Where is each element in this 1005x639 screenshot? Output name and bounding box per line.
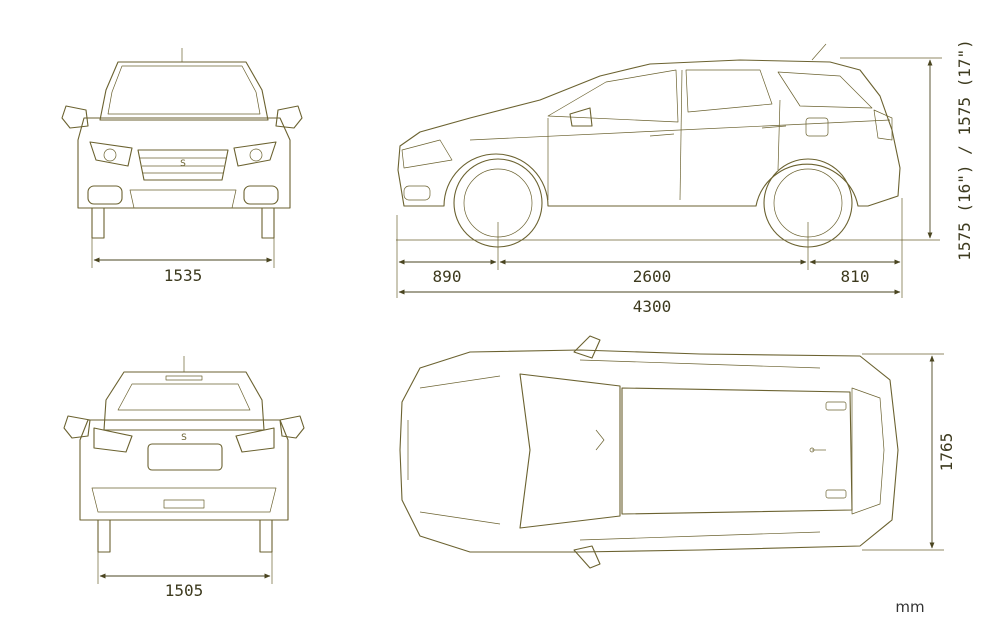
top-left-mirror [573,335,601,359]
unit-label: mm [895,598,924,616]
side-view: 890 2600 810 4300 1575 (16") / 1575 (17"… [396,39,974,316]
rear-logo-icon: S [181,433,187,443]
front-overhang-label: 890 [433,267,462,286]
rear-track-label: 1505 [165,581,204,600]
side-mirror [569,107,593,127]
rear-view: S 1505 [63,356,305,600]
overall-width-label: 1765 [937,433,956,472]
front-track-label: 1535 [164,266,203,285]
top-view: 1765 [399,335,956,569]
rear-left-mirror [63,415,91,439]
rear-overhang-label: 810 [841,267,870,286]
top-right-mirror [573,545,601,569]
right-mirror [275,105,303,129]
overall-length-label: 4300 [633,297,672,316]
left-mirror [61,105,89,129]
wheelbase-label: 2600 [633,267,672,286]
front-view: S 1535 [61,48,303,285]
height-label: 1575 (16") / 1575 (17") [955,39,974,261]
logo-icon: S [180,159,186,169]
rear-right-mirror [279,415,305,439]
